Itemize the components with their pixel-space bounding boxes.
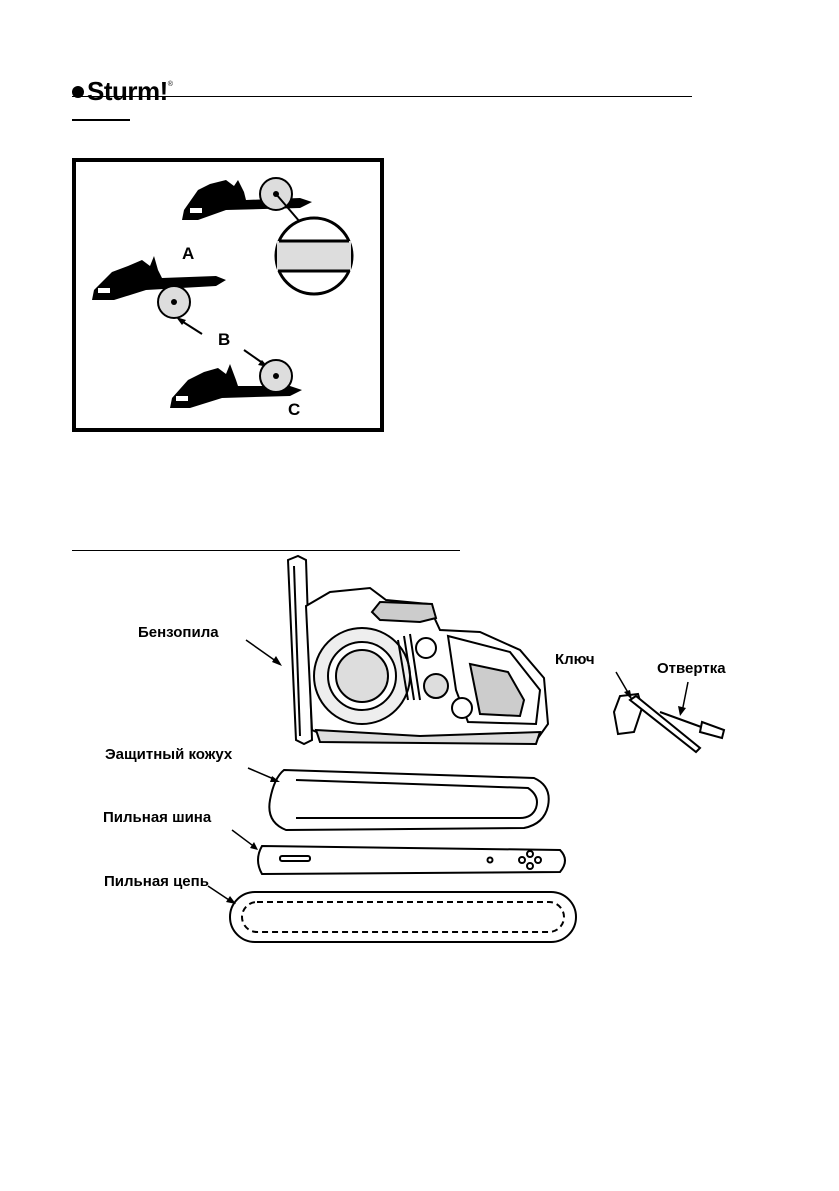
- chainsaw-top-icon: [182, 180, 312, 220]
- bar-cover-icon: [268, 768, 550, 832]
- section-rule: [72, 550, 460, 551]
- registered-mark: ®: [167, 81, 173, 88]
- saw-chain-icon: [229, 891, 577, 943]
- chainsaw-icon: [286, 554, 550, 746]
- cutting-positions-figure: A B C: [72, 158, 384, 432]
- label-chainsaw: Бензопила: [138, 624, 219, 641]
- label-a: A: [182, 244, 195, 263]
- guide-bar-icon: [257, 844, 566, 876]
- label-b: B: [218, 330, 231, 349]
- chainsaw-middle-icon: [92, 256, 226, 300]
- label-screwdriver: Отвертка: [657, 660, 726, 677]
- cutting-positions-illustration: [92, 177, 354, 408]
- brand-logo: Sturm!®: [72, 70, 173, 106]
- label-cover: Эащитный кожух: [105, 746, 233, 763]
- brand-name: Sturm!: [87, 76, 168, 106]
- chainsaw-bottom-icon: [170, 364, 302, 408]
- label-wrench: Ключ: [555, 651, 595, 668]
- section-underline: [72, 119, 130, 121]
- wrench-icon: [612, 692, 702, 754]
- brand-dot-icon: [72, 86, 84, 98]
- label-guide-bar: Пильная шина: [103, 809, 212, 826]
- label-c: C: [288, 400, 301, 419]
- label-saw-chain: Пильная цепь: [104, 873, 209, 890]
- header-rule: [72, 96, 692, 97]
- screwdriver-icon: [659, 711, 726, 740]
